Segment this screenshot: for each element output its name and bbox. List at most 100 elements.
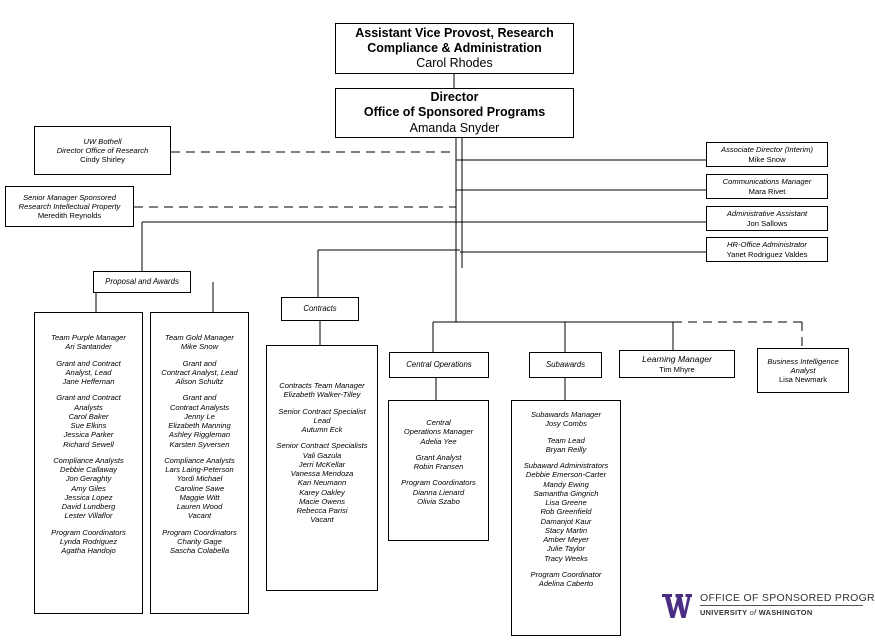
role-title: Grant Analyst	[415, 452, 462, 462]
senior-ip-box: Senior Manager Sponsored Research Intell…	[5, 186, 134, 227]
person-name: Lester Villaflor	[64, 511, 113, 521]
person-name: Kari Neumann	[297, 478, 347, 488]
person-name: Karey Oakley	[299, 487, 345, 497]
logo-line2-of: of	[749, 608, 757, 617]
role-title: Operations Manager	[403, 427, 474, 437]
bi-title-line2: Analyst	[790, 365, 816, 375]
role-title: Team Lead	[547, 435, 585, 445]
person-name: Rob Greenfield	[540, 507, 592, 517]
person-name: Charity Gage	[177, 536, 222, 546]
role-title: Central	[426, 418, 451, 427]
learning-manager-title: Learning Manager	[642, 354, 712, 365]
person-name: Josy Combs	[545, 419, 587, 429]
comms-title: Communications Manager	[722, 177, 812, 187]
person-name: Adelia Yee	[420, 436, 457, 446]
assoc-director-title: Associate Director (Interim)	[721, 145, 813, 155]
assoc-director-name: Mike Snow	[748, 154, 786, 164]
person-name: Adelina Caberto	[538, 579, 594, 588]
person-name: Karsten Syversen	[169, 439, 230, 449]
subawards-label: Subawards	[529, 352, 602, 378]
role-title: Program Coordinators	[51, 527, 126, 537]
logo-divider	[700, 605, 863, 606]
avp-name: Carol Rhodes	[416, 56, 493, 71]
bothell-title-line2: Director Office of Research	[56, 145, 149, 155]
person-name: Tracy Weeks	[544, 553, 588, 563]
person-name: David Lundberg	[61, 502, 116, 511]
person-name: Ari Santander	[65, 342, 112, 352]
role-title: Senior Contract Specialists	[276, 441, 368, 451]
logo-line2: UNIVERSITY of WASHINGTON	[700, 608, 812, 617]
person-name: Lisa Greene	[545, 498, 587, 507]
role-title: Analysts	[74, 402, 103, 412]
person-name: Richard Sewell	[63, 439, 114, 449]
role-title: Program Coordinator	[530, 569, 602, 579]
bi-title-line1: Business Intelligence	[767, 356, 839, 366]
person-name: Jessica Lopez	[64, 492, 113, 502]
person-name: Olivia Szabo	[417, 496, 460, 506]
person-name: Debbie Emerson-Carter	[525, 470, 607, 480]
comms-box: Communications Manager Mara Rivet	[706, 174, 828, 199]
role-title: Lead	[313, 415, 331, 425]
person-name: Jessica Parker	[63, 430, 114, 440]
director-box: Director Office of Sponsored Programs Am…	[335, 88, 574, 138]
role-title: Analyst, Lead	[65, 367, 112, 377]
person-name: Elizabeth Walker-Tilley	[283, 390, 361, 400]
person-name: Maggie Witt	[179, 492, 220, 502]
person-name: Julie Taylor	[546, 544, 586, 554]
person-name: Caroline Sawe	[174, 483, 225, 493]
person-name: Amy Giles	[71, 483, 106, 493]
proposal-awards-label: Proposal and Awards	[93, 271, 191, 293]
person-name: Vacant	[310, 515, 334, 525]
hr-title: HR-Office Administrator	[727, 240, 807, 250]
role-title: Grant and	[182, 358, 217, 368]
person-name: Sascha Colabella	[169, 546, 230, 555]
role-title: Compliance Analysts	[53, 455, 124, 465]
hr-box: HR-Office Administrator Yanet Rodriguez …	[706, 237, 828, 262]
uw-w-logo-icon	[662, 594, 692, 618]
person-name: Carol Baker	[68, 411, 109, 421]
role-title: Grant and Contract	[56, 358, 121, 368]
person-name: Elizabeth Manning	[168, 421, 231, 430]
role-title: Program Coordinators	[162, 527, 237, 537]
role-title: Compliance Analysts	[164, 455, 235, 465]
role-title: Team Gold Manager	[165, 333, 234, 342]
person-name: Jenny Le	[184, 411, 215, 421]
person-name: Alison Schultz	[175, 377, 224, 386]
person-name: Autumn Eck	[301, 425, 343, 434]
subawards-text: Subawards	[545, 360, 585, 370]
contracts-text: Contracts	[303, 304, 337, 314]
contracts-label: Contracts	[281, 297, 359, 321]
role-title: Program Coordinators	[401, 478, 476, 488]
role-title: Grant and Contract	[56, 393, 121, 403]
role-title: Grant and	[182, 393, 217, 403]
senior-ip-title-line2: Research Intellectual Property	[18, 201, 121, 211]
role-title: Team Purple Manager	[51, 333, 126, 342]
director-title-line2: Office of Sponsored Programs	[363, 105, 546, 120]
person-name: Mike Snow	[180, 342, 219, 352]
person-name: Robin Fransen	[413, 462, 464, 471]
bothell-title-line1: UW Bothell	[83, 136, 122, 146]
person-name: Samantha Gingrich	[533, 488, 599, 498]
person-name: Ashley Riggleman	[168, 430, 231, 440]
person-name: Stacy Martin	[544, 525, 588, 535]
person-name: Sue Elkins	[70, 421, 107, 430]
person-name: Lynda Rodriguez	[59, 536, 118, 546]
role-title: Subaward Administrators	[523, 461, 609, 470]
admin-asst-name: Jon Sallows	[746, 218, 788, 228]
person-name: Debbie Callaway	[60, 465, 117, 474]
